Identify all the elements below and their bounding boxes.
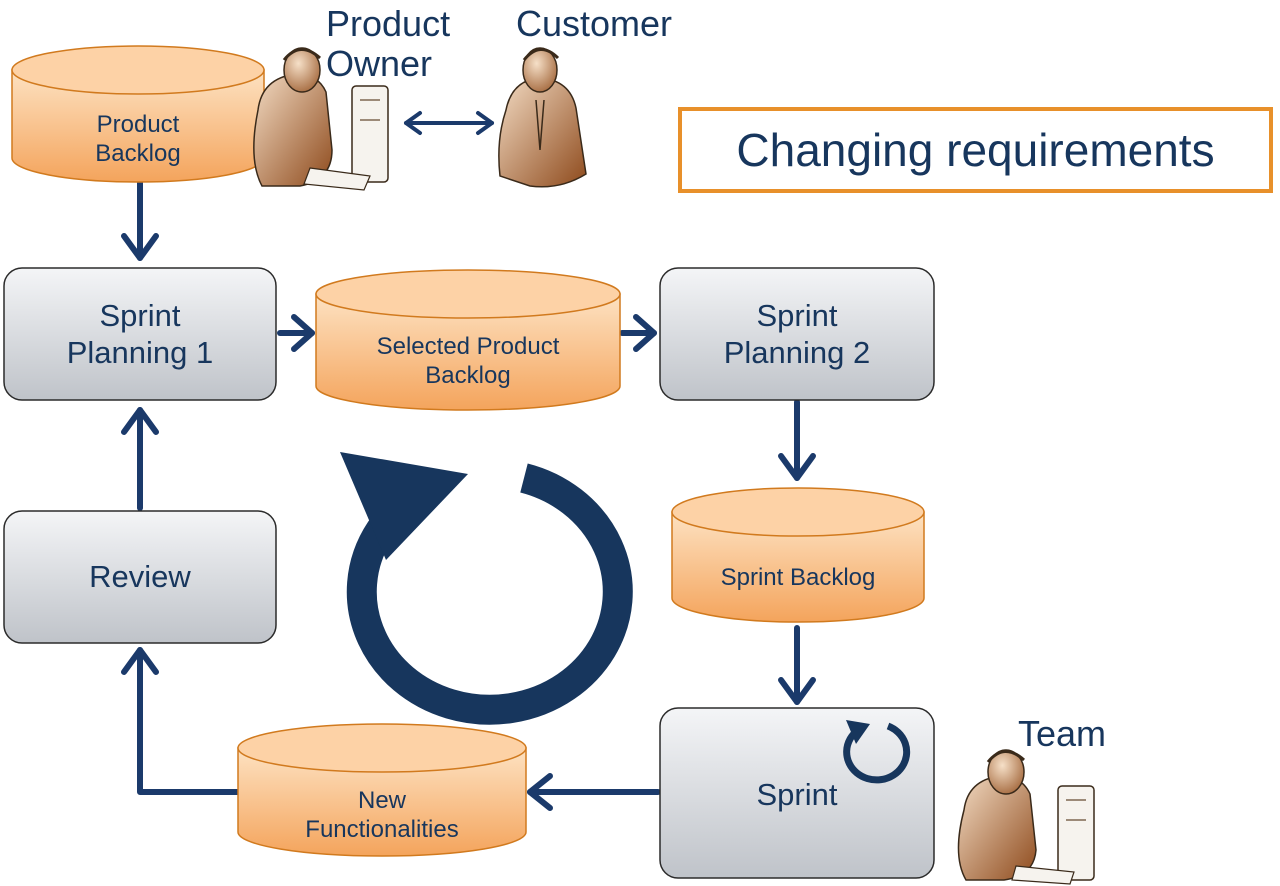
arrow-review-to-planning1 bbox=[121, 407, 159, 511]
sprint-planning-1-label: Sprint Planning 1 bbox=[66, 297, 214, 370]
arrow-productbacklog-to-planning1 bbox=[121, 179, 159, 261]
sprint-label: Sprint bbox=[756, 777, 838, 813]
selected-product-backlog-cylinder bbox=[315, 269, 621, 411]
changing-requirements-callout: Changing requirements bbox=[678, 107, 1273, 193]
sprint-planning-2-box bbox=[659, 267, 935, 401]
arrow-selected-to-planning2 bbox=[619, 314, 657, 352]
small-circular-arrow-icon bbox=[843, 720, 911, 784]
arrow-sprint-to-newfunctionalities bbox=[527, 773, 661, 811]
product-owner-person-at-computer-icon bbox=[253, 47, 389, 191]
arrow-owner-customer bbox=[404, 111, 494, 135]
new-functionalities-label: New Functionalities bbox=[305, 787, 459, 843]
review-label: Review bbox=[89, 559, 191, 595]
product-owner-label: Product Owner bbox=[326, 3, 451, 84]
circular-arrow-icon bbox=[340, 452, 633, 725]
sprint-planning-1-box bbox=[3, 267, 277, 401]
review-box bbox=[3, 510, 277, 644]
changing-requirements-text: Changing requirements bbox=[736, 124, 1215, 176]
arrow-sprintbacklog-to-sprint bbox=[778, 625, 816, 705]
customer-person-icon bbox=[498, 47, 587, 188]
sprint-planning-2-label: Sprint Planning 2 bbox=[723, 297, 871, 370]
team-person-at-computer-icon bbox=[957, 749, 1095, 885]
sprint-backlog-label: Sprint Backlog bbox=[720, 563, 876, 591]
sprint-box bbox=[659, 707, 935, 879]
arrow-planning1-to-selected bbox=[277, 314, 315, 352]
team-label: Team bbox=[1018, 713, 1107, 754]
new-functionalities-cylinder bbox=[237, 723, 527, 857]
arrow-planning2-to-sprintbacklog bbox=[778, 399, 816, 481]
connectors bbox=[121, 111, 816, 811]
product-backlog-label: Product Backlog bbox=[95, 111, 181, 167]
customer-label: Customer bbox=[516, 3, 673, 44]
selected-product-backlog-label: Selected Product Backlog bbox=[376, 333, 560, 389]
arrow-newfunctionalities-to-review bbox=[121, 647, 241, 795]
sprint-backlog-cylinder bbox=[671, 487, 925, 623]
